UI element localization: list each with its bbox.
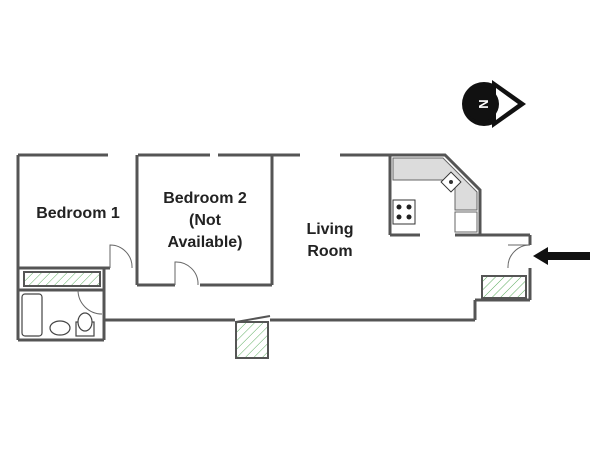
toilet-icon bbox=[77, 312, 93, 332]
room-bedroom-1: Bedroom 1 bbox=[36, 205, 120, 222]
compass-letter: N bbox=[476, 99, 491, 108]
room-label-living-line1: Living bbox=[306, 221, 353, 238]
walls bbox=[16, 153, 532, 342]
closets bbox=[23, 271, 527, 359]
bathroom-fixtures bbox=[21, 293, 95, 337]
room-label-living-line2: Room bbox=[307, 243, 352, 260]
room-bedroom-2: Bedroom 2 (Not Available) bbox=[163, 190, 247, 251]
sink-icon bbox=[49, 320, 71, 336]
room-living: Living Room bbox=[306, 221, 353, 260]
kitchen-counter bbox=[392, 157, 478, 233]
room-label-bedroom-1: Bedroom 1 bbox=[36, 205, 120, 222]
north-arrow-icon: N bbox=[462, 80, 526, 128]
room-label-bedroom-2-line1: Bedroom 2 bbox=[163, 190, 247, 207]
room-label-bedroom-2-line3: Available) bbox=[168, 234, 243, 251]
doors bbox=[77, 244, 531, 315]
room-label-bedroom-2-line2: (Not bbox=[189, 212, 222, 229]
bathtub-icon bbox=[21, 293, 43, 337]
interior-walls bbox=[18, 155, 480, 320]
stove-icon bbox=[396, 204, 412, 220]
sink-icon bbox=[440, 171, 462, 193]
entrance-arrow-icon bbox=[533, 247, 590, 265]
